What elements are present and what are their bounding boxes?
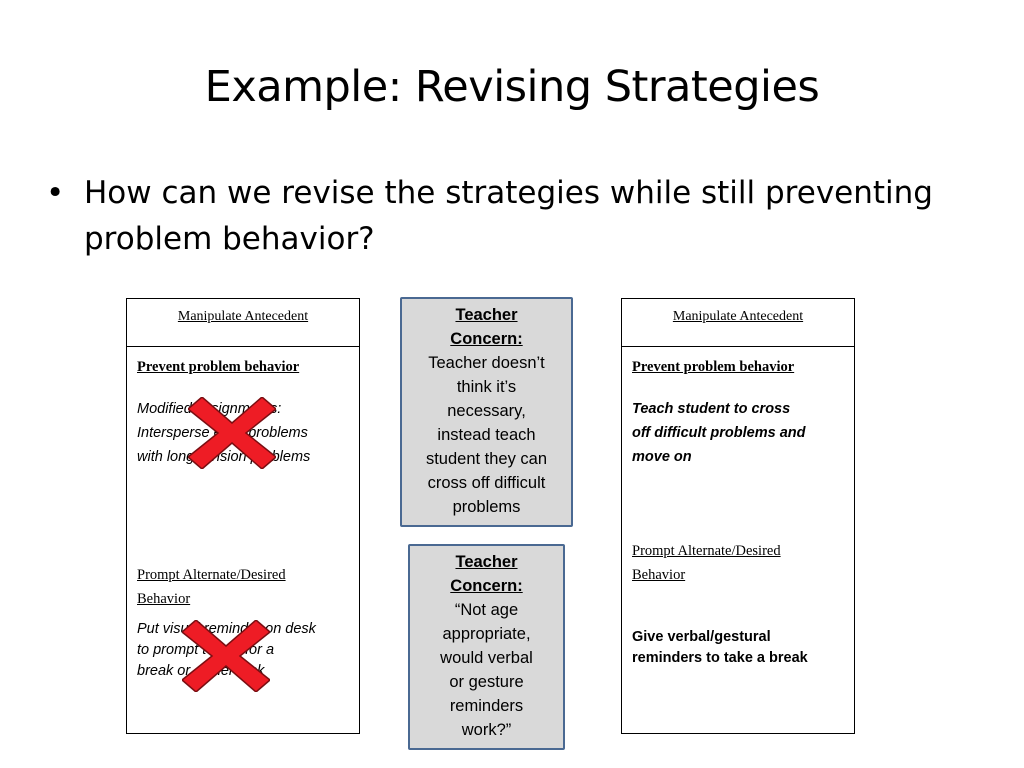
teacher-concern-box-2: Teacher Concern: “Not age appropriate, w… <box>408 544 565 750</box>
concern-2-line-3: would verbal <box>440 649 533 667</box>
concern-2-label-1: Teacher <box>455 553 518 571</box>
bullet-text: How can we revise the strategies while s… <box>84 175 933 257</box>
slide-title: Example: Revising Strategies <box>204 62 820 112</box>
concern-1-line-3: necessary, <box>447 402 526 420</box>
right-prompt-heading-2: Behavior <box>632 567 686 583</box>
right-prevent-line-1: Teach student to cross <box>632 401 791 417</box>
concern-2-label-2: Concern: <box>450 577 523 595</box>
right-prompt-heading-1: Prompt Alternate/Desired <box>632 543 781 559</box>
concern-2-line-1: “Not age <box>454 601 519 619</box>
right-prompt-line-2: reminders to take a break <box>632 650 808 666</box>
right-prevent-line-3: move on <box>632 449 692 465</box>
concern-2-line-5: reminders <box>449 697 524 715</box>
concern-2-line-6: work?” <box>461 721 512 739</box>
concern-1-line-5: student they can <box>425 450 548 468</box>
right-strategy-table: Manipulate Antecedent Prevent problem be… <box>621 298 855 734</box>
concern-1-label-1: Teacher <box>455 306 518 324</box>
left-prevent-heading: Prevent problem behavior <box>137 359 300 375</box>
concern-1-line-6: cross off difficult <box>427 474 546 492</box>
concern-2-line-2: appropriate, <box>442 625 531 643</box>
teacher-concern-box-1: Teacher Concern: Teacher doesn’t think i… <box>400 297 573 527</box>
left-table-header: Manipulate Antecedent <box>127 299 359 347</box>
right-prevent-heading: Prevent problem behavior <box>632 359 795 375</box>
right-table-header: Manipulate Antecedent <box>622 299 854 347</box>
left-prompt-heading-2: Behavior <box>137 591 191 607</box>
concern-1-line-7: problems <box>452 498 521 516</box>
concern-1-label-2: Concern: <box>450 330 523 348</box>
right-prevent-line-2: off difficult problems and <box>632 425 806 441</box>
red-x-icon <box>182 620 270 692</box>
left-prompt-heading-1: Prompt Alternate/Desired <box>137 567 286 583</box>
right-table-body: Prevent problem behavior Teach student t… <box>622 347 854 677</box>
left-prompt-line-1: Put visual reminder on desk <box>137 621 316 637</box>
red-x-icon <box>188 397 276 469</box>
concern-1-line-1: Teacher doesn’t <box>428 354 545 372</box>
right-prompt-line-1: Give verbal/gestural <box>632 629 771 645</box>
bullet-dot-icon: • <box>46 175 65 211</box>
left-strategy-table: Manipulate Antecedent Prevent problem be… <box>126 298 360 734</box>
concern-2-line-4: or gesture <box>449 673 524 691</box>
concern-1-line-2: think it’s <box>456 378 517 396</box>
concern-1-line-4: instead teach <box>437 426 536 444</box>
